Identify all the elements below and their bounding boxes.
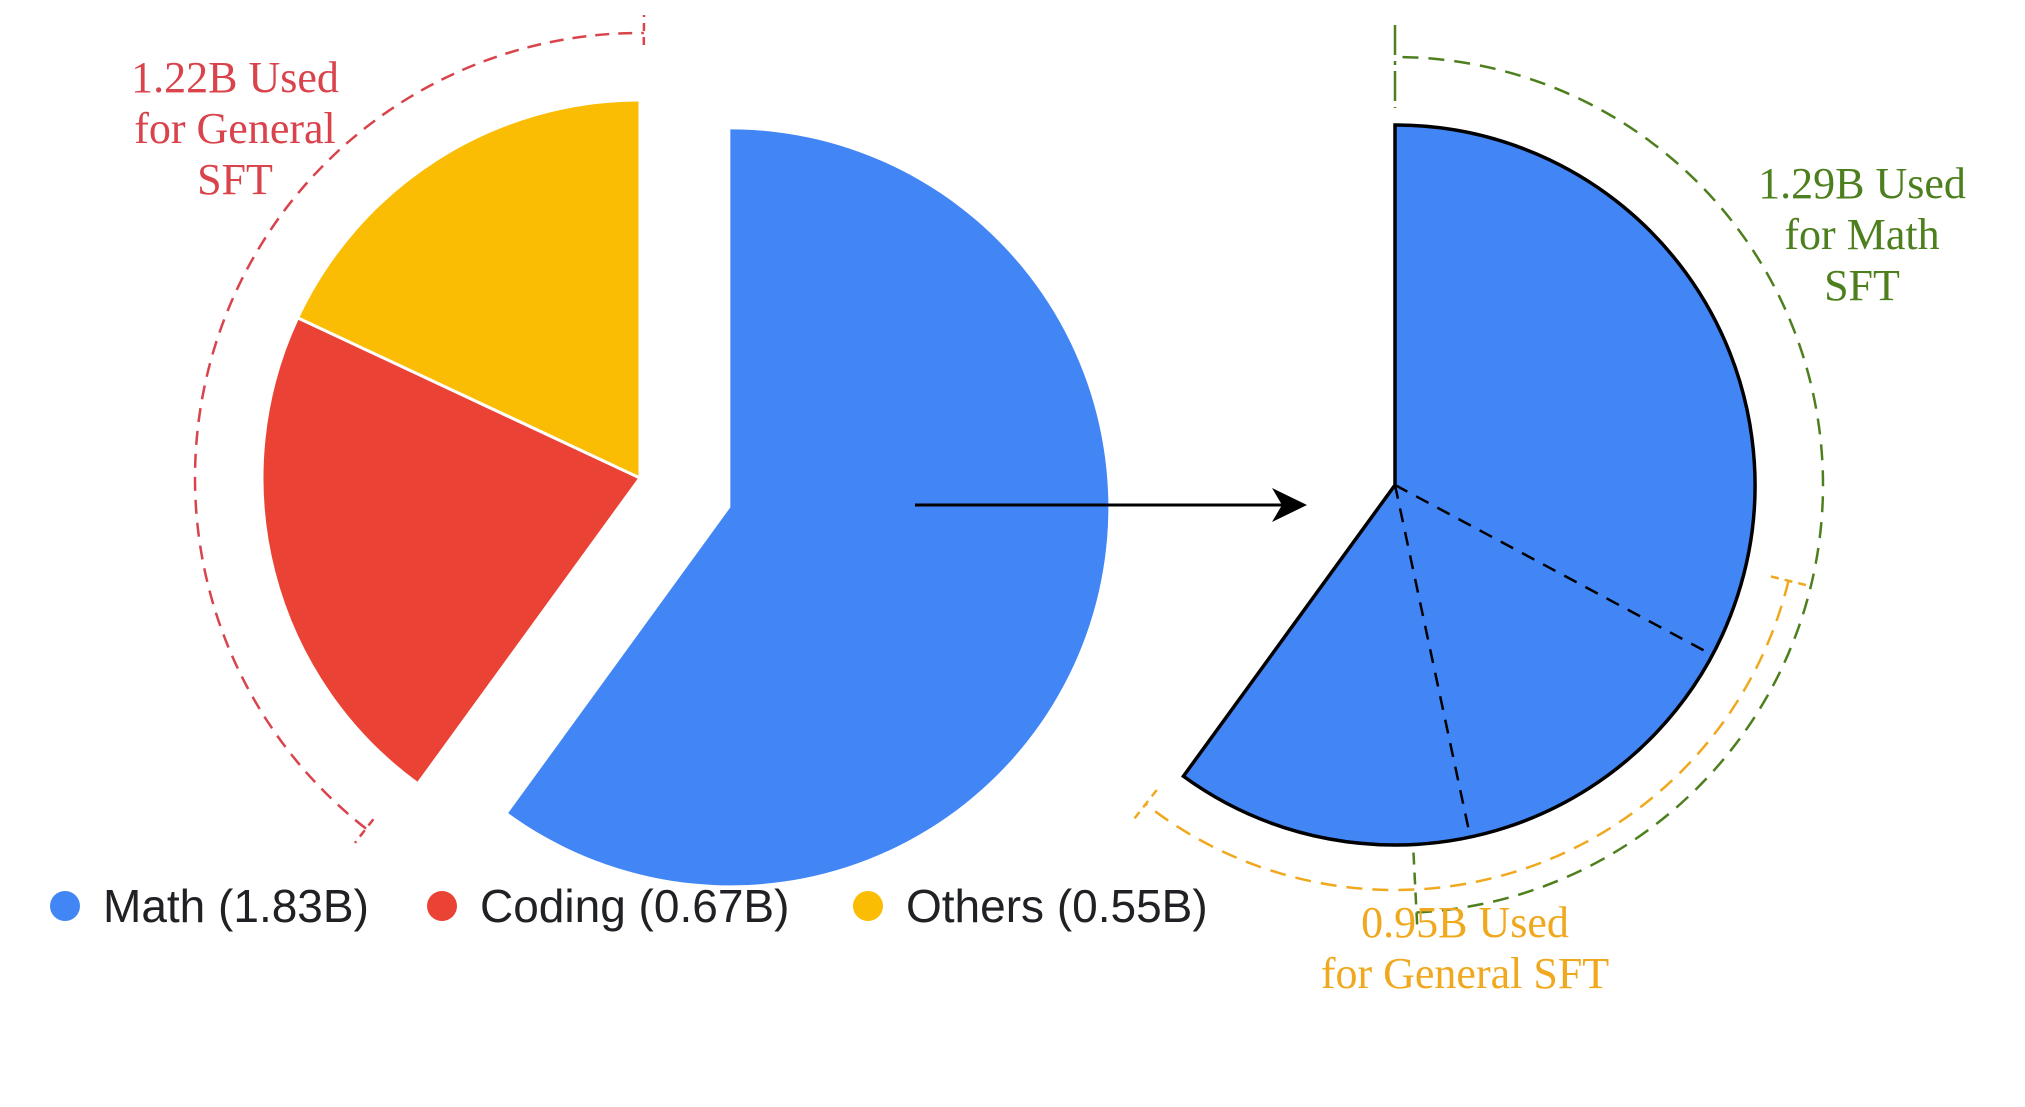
legend-marker-math <box>50 891 80 921</box>
arrow-head <box>1272 488 1307 522</box>
legend-marker-coding <box>427 891 457 921</box>
annotation-left-line-1: 1.22B Used <box>131 53 339 102</box>
pie-slice-others <box>295 98 642 481</box>
pie-slice-math-detail <box>1180 123 1757 847</box>
annotation-general-sft-right-line-1: 0.95B Used <box>1361 898 1569 947</box>
math-subdivision-divider-1 <box>1394 483 1708 654</box>
annotation-general-sft-right-line-2: for General SFT <box>1321 949 1609 998</box>
legend-marker-others <box>853 891 883 921</box>
annotation-math-sft-line-1: 1.29B Used <box>1758 159 1966 208</box>
math-sft-bracket-arc <box>1402 55 1825 914</box>
general-sft-bracket-arc-right <box>1144 580 1790 892</box>
math-sft-bracket-end-2 <box>1412 852 1419 933</box>
annotation-math-sft-line-2: for Math <box>1784 210 1939 259</box>
legend: Math (1.83B) Coding (0.67B) Others (0.55B) <box>50 880 1208 932</box>
right-pie <box>1180 123 1757 847</box>
general-sft-bracket-end-1 <box>353 818 375 844</box>
annotation-math-sft-line-3: SFT <box>1824 261 1900 310</box>
general-sft-bracket-right-end-1 <box>1770 575 1811 588</box>
math-subdivision-divider-2 <box>1393 484 1471 832</box>
general-sft-bracket-arc <box>193 31 644 830</box>
general-sft-bracket-right-end-2 <box>1131 789 1158 823</box>
left-pie <box>260 98 1109 886</box>
legend-label-math: Math (1.83B) <box>103 880 369 932</box>
legend-label-coding: Coding (0.67B) <box>480 880 789 932</box>
legend-label-others: Others (0.55B) <box>906 880 1208 932</box>
annotation-left-line-2: for General <box>134 104 336 153</box>
annotation-left-line-3: SFT <box>197 155 273 204</box>
pie-slice-math <box>508 129 1109 886</box>
